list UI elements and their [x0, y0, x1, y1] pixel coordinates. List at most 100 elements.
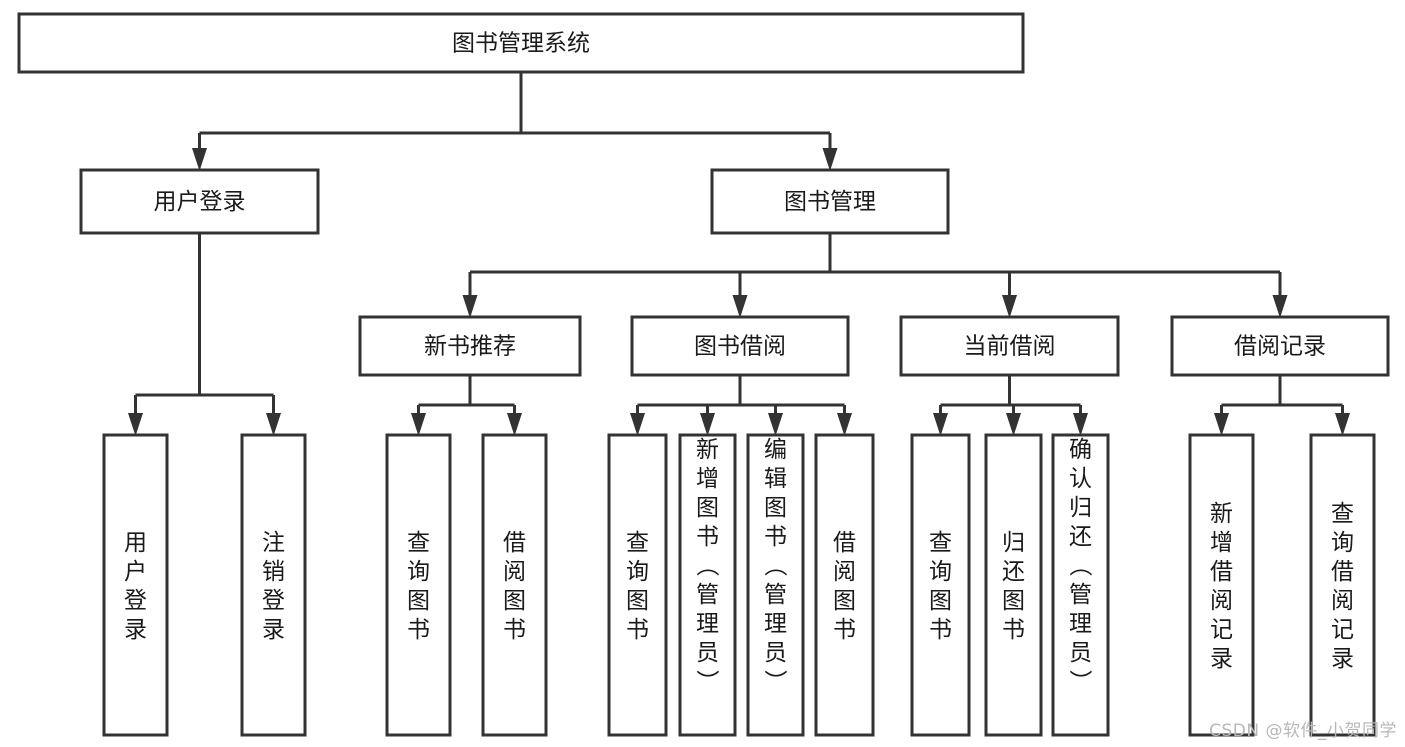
node-box-leaf-user-login	[102, 433, 169, 737]
node-label-user-login: 用户登录	[154, 189, 246, 215]
arrow-head-book-borrow	[732, 295, 748, 318]
node-label-borrow-record: 借阅记录	[1234, 334, 1326, 360]
node-label-char: 还	[1069, 524, 1092, 550]
node-box-leaf-query-book-1	[385, 433, 452, 737]
arrow-head-leaf-borrow-book-1	[507, 413, 522, 436]
node-label-char: 员	[1069, 640, 1092, 666]
arrow-head-current-borrow	[1002, 295, 1017, 318]
arrow-head-leaf-query-book-3	[933, 413, 948, 436]
node-label-char: 归	[1069, 495, 1092, 521]
node-label-char: 记	[1331, 617, 1354, 643]
node-label-char: 辑	[764, 466, 787, 492]
node-box-new-book-rec	[358, 315, 582, 377]
node-new-book-rec[interactable]: 新书推荐	[358, 315, 582, 377]
node-borrow-record[interactable]: 借阅记录	[1170, 315, 1390, 377]
node-label-char: 书	[503, 617, 526, 643]
node-label-char: 增	[1210, 530, 1233, 556]
node-box-current-borrow	[899, 315, 1120, 377]
node-box-user-login	[79, 168, 320, 235]
node-label-char: 录	[1331, 646, 1354, 672]
node-box-leaf-add-record	[1188, 433, 1255, 737]
node-box-leaf-borrow-book-2	[814, 433, 875, 737]
node-label-char: 理	[764, 611, 787, 637]
nodes-layer: 图书管理系统用户登录图书管理新书推荐图书借阅当前借阅借阅记录用户登录注销登录查询…	[17, 12, 1390, 737]
node-label-char: 图	[833, 588, 856, 614]
node-label-char: 新	[1210, 501, 1233, 527]
arrow-head-leaf-borrow-book-2	[837, 413, 852, 436]
node-box-leaf-add-book	[678, 433, 737, 737]
node-label-char: 询	[407, 559, 430, 585]
arrow-head-leaf-query-book-2	[630, 413, 645, 436]
node-leaf-user-login[interactable]: 用户登录	[102, 433, 169, 737]
node-current-borrow[interactable]: 当前借阅	[899, 315, 1120, 377]
node-book-manage[interactable]: 图书管理	[710, 168, 950, 235]
node-label-char: 录	[262, 617, 285, 643]
node-box-leaf-query-book-2	[607, 433, 668, 737]
node-book-borrow[interactable]: 图书借阅	[630, 315, 850, 377]
node-box-leaf-query-book-3	[910, 433, 971, 737]
node-label-char: 书	[626, 617, 649, 643]
arrow-head-leaf-confirm-return	[1073, 413, 1088, 436]
node-label-char: 员	[764, 640, 787, 666]
node-label-char: 新	[696, 437, 719, 463]
node-label-char: 图	[503, 588, 526, 614]
node-label-char: 借	[503, 530, 526, 556]
node-label-char: 确	[1069, 437, 1092, 463]
node-label-char: 阅	[1210, 588, 1233, 614]
node-box-borrow-record	[1170, 315, 1390, 377]
node-label-char: 阅	[503, 559, 526, 585]
node-label-char: 用	[124, 530, 147, 556]
node-label-char: 员	[696, 640, 719, 666]
node-label-char: 增	[696, 466, 719, 492]
node-box-book-manage	[710, 168, 950, 235]
node-label-char: 图	[696, 495, 719, 521]
node-label-char: 书	[696, 524, 719, 550]
node-box-book-borrow	[630, 315, 850, 377]
node-root[interactable]: 图书管理系统	[17, 12, 1025, 74]
node-label-char: 销	[262, 559, 285, 585]
arrow-head-leaf-logout	[266, 413, 281, 436]
node-label-char: 管	[1069, 582, 1092, 608]
node-label-char: 归	[1002, 530, 1025, 556]
node-label-book-borrow: 图书借阅	[694, 334, 786, 360]
node-label-char: 注	[262, 530, 285, 556]
node-label-char: 管	[696, 582, 719, 608]
node-label-char: 借	[1210, 559, 1233, 585]
node-label-char: 借	[833, 530, 856, 556]
node-label-char: ）	[762, 670, 788, 693]
node-label-char: 书	[1002, 617, 1025, 643]
node-user-login[interactable]: 用户登录	[79, 168, 320, 235]
node-label-new-book-rec: 新书推荐	[424, 334, 516, 360]
arrow-head-leaf-return-book	[1006, 413, 1021, 436]
node-label-char: 书	[764, 524, 787, 550]
node-box-leaf-query-record	[1309, 433, 1376, 737]
arrow-head-user-login	[192, 148, 207, 171]
node-label-char: 书	[929, 617, 952, 643]
node-label-char: 理	[696, 611, 719, 637]
arrow-head-new-book-rec	[462, 295, 478, 318]
node-label-char: 登	[262, 588, 285, 614]
arrow-head-leaf-edit-book	[768, 413, 783, 436]
edges-layer	[128, 72, 1350, 436]
node-label-char: 书	[407, 617, 430, 643]
node-label-char: 图	[1002, 588, 1025, 614]
arrow-head-book-manage	[822, 148, 838, 171]
node-box-leaf-edit-book	[746, 433, 805, 737]
node-label-char: 录	[124, 617, 147, 643]
arrow-head-leaf-add-record	[1214, 413, 1229, 436]
node-label-char: 查	[626, 530, 649, 556]
node-label-char: 查	[407, 530, 430, 556]
